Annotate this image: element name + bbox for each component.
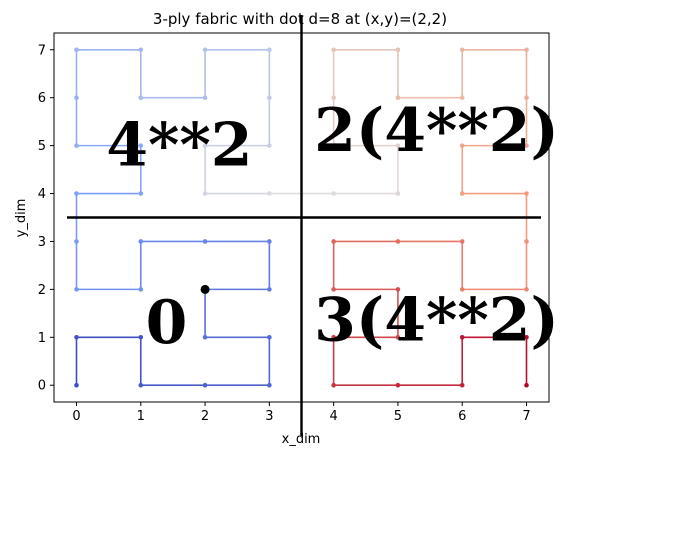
x-tick-label: 4: [330, 409, 338, 424]
path-point: [267, 95, 272, 100]
path-point: [459, 382, 465, 388]
path-point: [459, 95, 465, 100]
path-point: [524, 287, 529, 292]
path-point: [202, 382, 208, 388]
path-point: [331, 382, 336, 388]
path-point: [202, 95, 208, 100]
path-point: [74, 239, 79, 244]
x-tick-label: 0: [72, 409, 80, 424]
quadrant-label: 4**2: [106, 111, 252, 181]
y-tick-label: 7: [38, 43, 46, 58]
path-point: [331, 143, 336, 148]
path-point: [524, 382, 529, 388]
path-point: [74, 47, 79, 53]
y-tick-label: 6: [38, 91, 46, 106]
x-tick-label: 2: [201, 409, 209, 424]
path-point: [524, 143, 529, 148]
x-tick-label: 1: [137, 409, 145, 424]
path-point: [267, 143, 272, 148]
path-point: [331, 335, 336, 340]
y-tick-label: 0: [38, 379, 46, 394]
path-point: [138, 95, 144, 100]
divider-layer: [67, 15, 541, 436]
y-tick-label: 5: [38, 139, 46, 154]
path-point: [395, 191, 401, 196]
path-point: [395, 239, 401, 244]
path-point: [524, 47, 529, 53]
path-point: [202, 47, 208, 53]
path-point: [202, 239, 208, 244]
path-point: [395, 143, 401, 148]
path-point: [395, 335, 401, 340]
chart-title: 3-ply fabric with dot d=8 at (x,y)=(2,2): [153, 10, 447, 28]
path-point: [74, 335, 79, 340]
path-point: [267, 47, 272, 53]
highlight-dot: [200, 284, 210, 294]
path-point: [524, 191, 529, 196]
path-point: [74, 287, 79, 292]
path-point: [138, 287, 144, 292]
path-point: [524, 95, 529, 100]
path-point: [74, 382, 79, 388]
path-point: [459, 239, 465, 244]
path-point: [74, 95, 79, 100]
path-point: [267, 335, 272, 340]
quadrant-label: 2(4**2): [314, 96, 559, 166]
x-axis-title: x_dim: [282, 432, 321, 447]
path-point: [395, 47, 401, 53]
path-point: [459, 143, 465, 148]
path-point: [459, 335, 465, 340]
path-point: [331, 95, 336, 100]
path-point: [202, 335, 208, 340]
tick-layer: 0 1 2 3 4 5 6 7 0 1 2 3 4 5 6 7: [38, 43, 531, 424]
path-point: [138, 335, 144, 340]
path-point: [138, 143, 144, 148]
y-tick-label: 3: [38, 235, 46, 250]
path-point: [395, 287, 401, 292]
path-point: [331, 47, 336, 53]
path-point: [74, 143, 79, 148]
path-point: [267, 382, 272, 388]
path-point: [267, 287, 272, 292]
x-tick-label: 5: [394, 409, 402, 424]
path-point: [267, 239, 272, 244]
series-layer: [74, 47, 529, 388]
path-point: [395, 95, 401, 100]
y-axis-title: y_dim: [14, 199, 29, 238]
path-point: [331, 239, 336, 244]
path-point: [267, 191, 272, 196]
path-point: [138, 191, 144, 196]
path-point: [74, 191, 79, 196]
path-point: [202, 191, 208, 196]
path-point: [459, 287, 465, 292]
y-tick-label: 1: [38, 331, 46, 346]
x-tick-label: 6: [458, 409, 466, 424]
quadrant-label: 3(4**2): [314, 286, 559, 356]
annotation-layer: 4**2 2(4**2) 0 3(4**2): [106, 96, 559, 358]
path-point: [138, 239, 144, 244]
y-tick-label: 2: [38, 283, 46, 298]
path-point: [138, 382, 144, 388]
x-tick-label: 3: [265, 409, 273, 424]
path-point: [202, 143, 208, 148]
path-point: [459, 47, 465, 53]
x-tick-label: 7: [522, 409, 530, 424]
path-point: [331, 191, 336, 196]
path-point: [459, 191, 465, 196]
quadrant-label: 0: [146, 288, 188, 358]
path-point: [395, 382, 401, 388]
y-tick-label: 4: [38, 187, 46, 202]
path-point: [331, 287, 336, 292]
path-point: [524, 335, 529, 340]
path-point: [138, 47, 144, 53]
path-point: [524, 239, 529, 244]
